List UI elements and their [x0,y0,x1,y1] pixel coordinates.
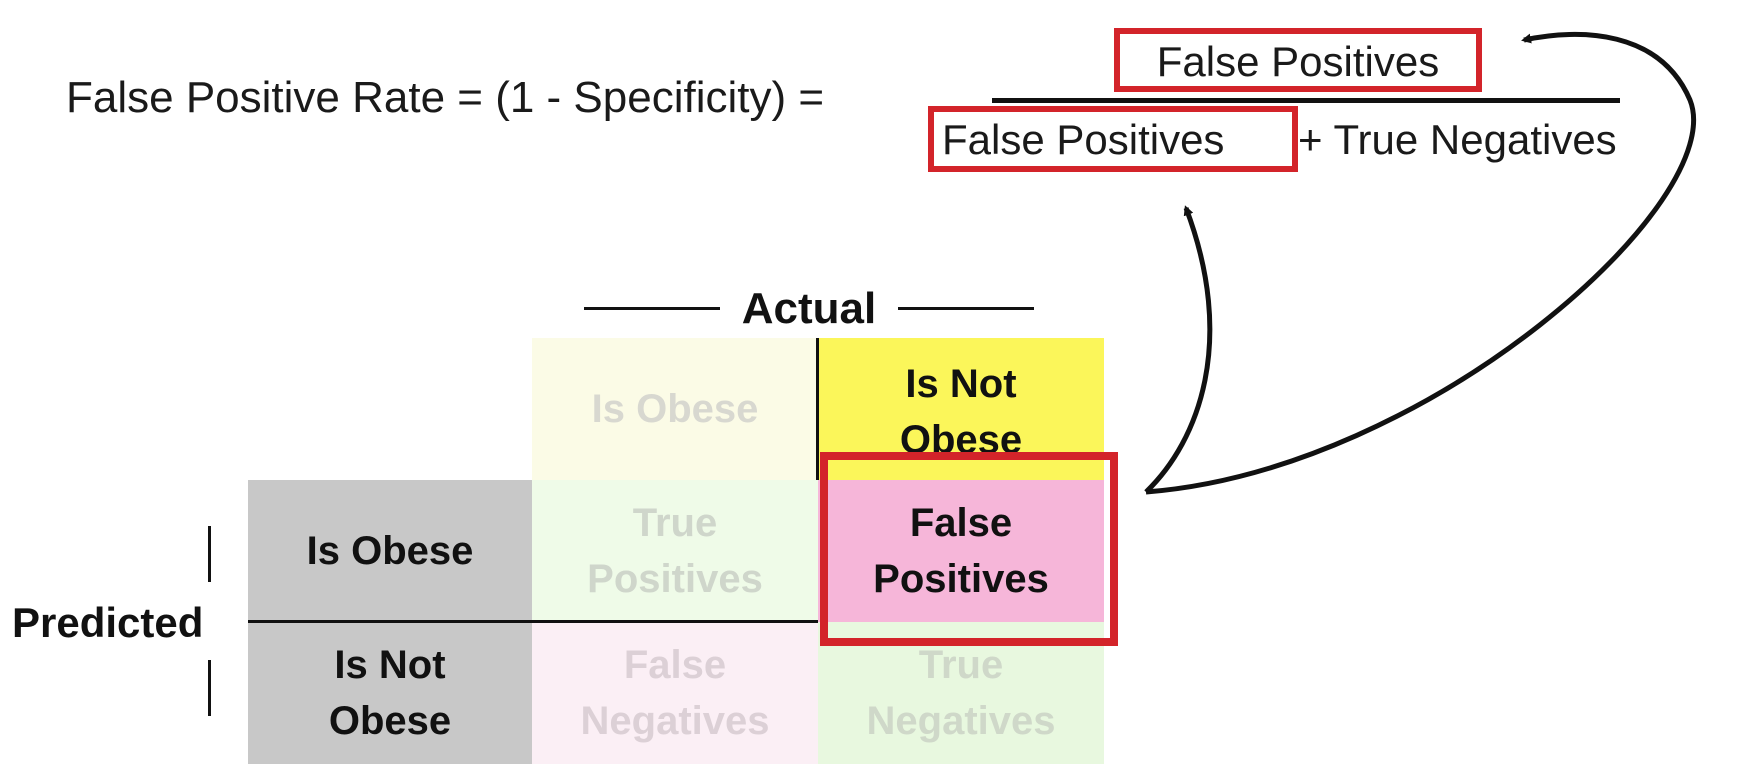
formula-lhs: False Positive Rate = (1 - Specificity) … [66,73,825,122]
formula-numerator: False Positives [1156,38,1440,85]
arrow-to-denominator [1144,205,1213,494]
predicted-tick-bottom [208,660,211,716]
actual-label: Actual [741,284,877,333]
predicted-tick-top [208,526,211,582]
formula-denominator-rest: + True Negatives [1298,116,1617,163]
actual-rule-left [584,307,720,310]
matrix-divider-vertical [816,338,819,480]
actual-rule-right [898,307,1034,310]
column-header-is-obese: Is Obese [532,338,818,480]
formula-denominator-term-1: False Positives [942,116,1225,163]
matrix-divider-horizontal [248,620,818,623]
predicted-label: Predicted [12,599,204,646]
false-positives-highlight-box [820,452,1118,646]
arrow-to-numerator [1145,31,1697,495]
row-header-is-obese: Is Obese [248,480,532,622]
fraction-bar [992,98,1620,103]
